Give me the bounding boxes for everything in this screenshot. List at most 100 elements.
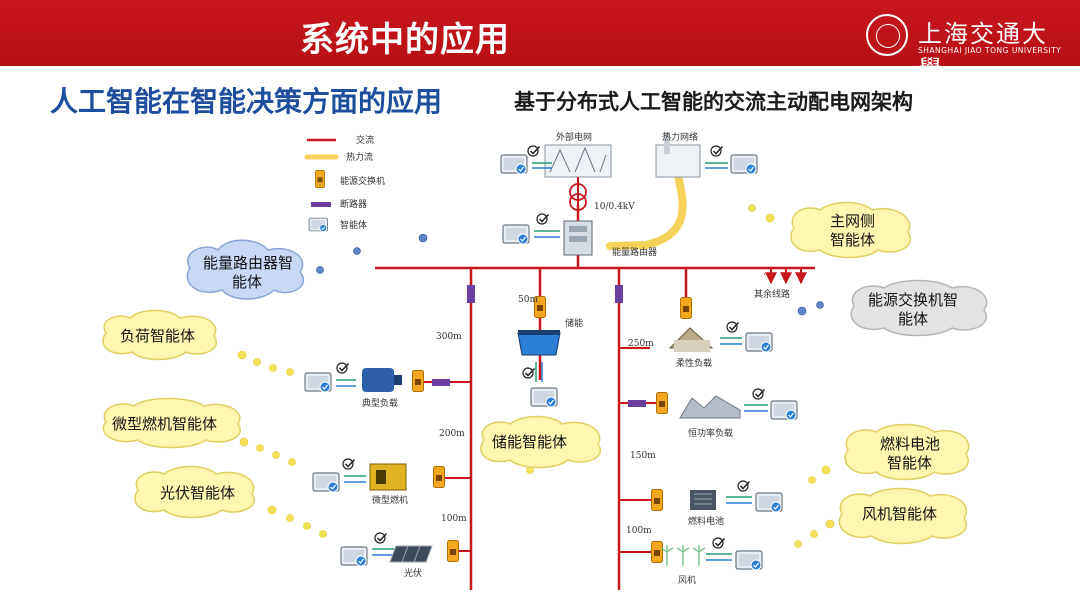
legend-breaker-label: 断路器	[340, 198, 367, 210]
agent-fuel-cell	[726, 480, 783, 513]
converter-flexible-load	[680, 297, 692, 319]
distance-300m: 300m	[436, 332, 462, 342]
converter-pv	[447, 540, 459, 562]
legend-agent-icon	[308, 217, 328, 233]
page-subheading: 基于分布式人工智能的交流主动配电网架构	[514, 90, 913, 114]
converter-micro-turbine	[433, 466, 445, 488]
legend-ac-label: 交流	[356, 134, 374, 146]
cloud-pv-agent-label: 光伏智能体	[160, 484, 235, 502]
top-banner: 系统中的应用 上海交通大學 SHANGHAI JIAO TONG UNIVERS…	[0, 0, 1080, 83]
cloud-main-grid-line1: 主网侧	[830, 212, 875, 230]
external-grid-icon	[544, 144, 612, 178]
external-grid: 外部电网 10/0.4kV	[544, 131, 635, 212]
agent-const-load	[744, 388, 798, 421]
page-heading: 人工智能在智能决策方面的应用	[50, 85, 443, 118]
wind-label: 风机	[678, 574, 696, 586]
cloud-router-agent: 能量路由器智 能体	[186, 239, 304, 300]
fuel-cell-label: 燃料电池	[688, 515, 724, 527]
distance-250m: 250m	[628, 339, 654, 349]
agent-typical-load	[304, 362, 356, 393]
banner-title: 系统中的应用	[300, 20, 510, 60]
cloud-load-agent-label: 负荷智能体	[120, 327, 195, 345]
const-load-label: 恒功率负载	[688, 427, 733, 439]
cloud-main-grid-line2: 智能体	[830, 231, 875, 249]
converter-wind	[651, 541, 663, 563]
agent-flexible-load	[720, 321, 773, 353]
heat-network-icon	[655, 144, 701, 178]
cloud-converter-line2: 能体	[898, 310, 928, 328]
cloud-fuel-cell-agent: 燃料电池 智能体	[844, 423, 970, 481]
legend-converter-label: 能源交换机	[340, 175, 385, 187]
legend: 交流 热力流 能源交换机 断路器 智能体	[304, 134, 385, 233]
energy-router-label: 能量路由器	[612, 246, 657, 258]
distance-100m-right: 100m	[626, 526, 652, 536]
storage-battery-icon	[517, 330, 561, 356]
legend-converter-icon	[315, 170, 325, 188]
distance-labels: 300m 200m 100m 50m 250m 150m 100m	[436, 295, 656, 536]
pv-panel-icon	[389, 545, 433, 563]
distance-150m: 150m	[630, 451, 656, 461]
logo-chinese-name: 上海交通大學	[918, 20, 1048, 83]
cloud-router-agent-line2: 能体	[232, 273, 262, 291]
transformer-label: 10/0.4kV	[594, 202, 635, 212]
legend-agent-label: 智能体	[340, 219, 367, 231]
agent-wind	[706, 537, 763, 571]
agent-micro-turbine	[312, 458, 366, 493]
typical-load-motor-icon	[362, 368, 402, 392]
router-agent-links	[316, 233, 824, 316]
typical-load-label: 典型负载	[362, 397, 398, 409]
micro-turbine-icon	[369, 463, 407, 491]
logo-english-name: SHANGHAI JIAO TONG UNIVERSITY	[918, 46, 1062, 55]
agent-pv	[340, 532, 394, 567]
university-seal-icon	[866, 14, 908, 56]
const-load-factory-icon	[679, 395, 741, 419]
transformer-icon	[569, 183, 587, 201]
distance-100m-left: 100m	[441, 514, 467, 524]
equipment: 典型负载 储能 微型燃机 光伏 柔性负载 恒功率负载	[362, 317, 741, 586]
external-grid-label: 外部电网	[556, 131, 592, 143]
cloud-fuel-cell-line1: 燃料电池	[880, 435, 940, 453]
breakers	[432, 285, 646, 407]
heat-network-label: 热力网络	[662, 131, 698, 143]
cloud-converter-agent: 能源交换机智 能体	[850, 279, 988, 337]
agent-energy-router	[502, 213, 560, 245]
agents	[304, 145, 798, 571]
university-logo: 上海交通大學 SHANGHAI JIAO TONG UNIVERSITY	[862, 10, 1062, 83]
cloud-pv-agent: 光伏智能体	[134, 465, 255, 519]
fuel-cell-icon	[690, 490, 716, 510]
breaker-feeder-right	[615, 285, 623, 303]
energy-router: 能量路由器	[563, 220, 657, 258]
wind-turbine-icon	[660, 545, 706, 566]
distance-50m: 50m	[518, 295, 538, 305]
converter-const-load	[656, 392, 668, 414]
agent-heat-network	[705, 145, 758, 175]
agent-external-grid	[500, 145, 552, 175]
legend-breaker-icon	[311, 202, 331, 207]
distance-200m: 200m	[439, 429, 465, 439]
legend-heat-label: 热力流	[346, 151, 373, 163]
cloud-storage-agent-label: 储能智能体	[492, 433, 567, 451]
breaker-typical-load	[432, 379, 450, 386]
breaker-const-load	[628, 400, 646, 407]
cloud-turbine-agent: 微型燃机智能体	[102, 397, 241, 449]
cloud-main-grid-agent: 主网侧 智能体	[790, 201, 911, 259]
cloud-router-agent-line1: 能量路由器智	[203, 254, 293, 272]
ac-buses: ··· 其余线路	[375, 205, 815, 590]
cloud-wind-agent-label: 风机智能体	[862, 505, 937, 523]
cloud-fuel-cell-line2: 智能体	[887, 454, 932, 472]
other-lines-dots: ···	[763, 270, 773, 281]
flexible-load-label: 柔性负载	[676, 357, 712, 369]
cloud-converter-line1: 能源交换机智	[868, 291, 958, 309]
breaker-feeder-left	[467, 285, 475, 303]
cloud-wind-agent: 风机智能体	[838, 487, 968, 545]
micro-turbine-label: 微型燃机	[372, 494, 408, 506]
converter-fuel-cell	[651, 489, 663, 511]
other-lines-label: 其余线路	[754, 288, 790, 300]
storage-label: 储能	[565, 317, 583, 329]
heat-flow-path	[606, 172, 687, 250]
cloud-storage-agent: 储能智能体	[480, 415, 601, 469]
agent-storage	[522, 362, 558, 408]
converter-typical-load	[412, 370, 424, 392]
cloud-load-agent: 负荷智能体	[102, 309, 217, 361]
